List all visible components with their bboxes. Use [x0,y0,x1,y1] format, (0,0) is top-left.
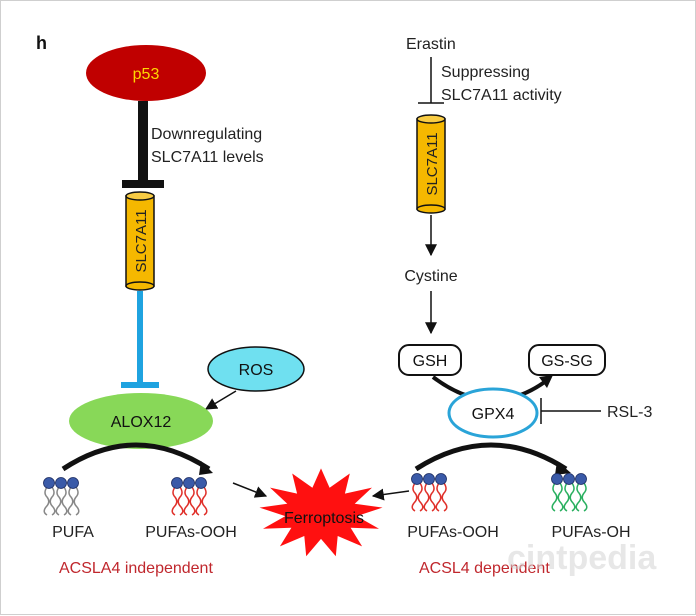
pufas-oh-label: PUFAs-OH [551,524,630,541]
gssg-node: GS-SG [528,344,606,376]
lipid-head [183,477,195,489]
lipid-tail [171,486,178,516]
gsh-label: GSH [413,353,448,370]
lipid-tail [575,482,582,512]
right-reaction-arrowhead [555,461,571,475]
lipid-tail [569,482,576,512]
lipid-tail [61,486,68,516]
left-reaction-arrowhead [199,461,213,475]
lipid-tail [441,482,448,512]
slc7a11-alox12-inhibition [121,291,159,388]
lipid-head [575,473,587,485]
lipid-head [67,477,79,489]
rsl3-inhibition-connector [540,398,601,424]
lipid-head [411,473,423,485]
lipid-tail [73,486,80,516]
lipid-head [423,473,435,485]
right-dependency-label: ACSL4 dependent [419,560,550,577]
erastin-label: Erastin [406,36,456,53]
watermark: cintpedia [507,539,657,577]
rsl3-label: RSL-3 [607,404,652,421]
erastin-note-line2: SLC7A11 activity [441,87,562,104]
ferroptosis-label: Ferroptosis [284,510,364,527]
gpx4-node: GPX4 [447,387,539,439]
left-pufas-ooh-label: PUFAs-OOH [145,524,237,541]
lipid-tail [417,482,424,512]
ferroptosis-burst: Ferroptosis [259,468,383,557]
erastin-note-line1: Suppressing [441,64,530,81]
right-slc7a11-cylinder: SLC7A11 [416,114,446,214]
right-slc7a11-label: SLC7A11 [424,132,441,195]
right-reaction-arc [414,442,568,472]
lipid-tail [49,486,56,516]
lipid-tail [435,482,442,512]
cystine-label: Cystine [404,268,457,285]
alox12-node: ALOX12 [69,393,213,449]
pufas-oh-lipid-icon [551,473,588,512]
lipid-head [43,477,55,489]
lipid-tail [557,482,564,512]
lipid-tail [423,482,430,512]
left-to-ferroptosis-arrow [232,482,268,498]
lipid-tail [429,482,436,512]
lipid-tail [195,486,202,516]
lipid-tail [551,482,558,512]
lipid-head [563,473,575,485]
gsh-node: GSH [398,344,462,376]
panel-label: h [36,33,47,53]
alox12-label: ALOX12 [111,414,172,431]
glutathione-arrowhead [539,375,553,388]
ros-node: ROS [207,346,305,392]
lipid-tail [411,482,418,512]
left-reaction-arc [61,442,211,472]
lipid-tail [201,486,208,516]
lipid-tail [55,486,62,516]
p53-node: p53 [86,45,206,101]
p53-note-line1: Downregulating [151,126,262,143]
pufa-lipid-icon [43,477,80,516]
lipid-tail [43,486,50,516]
p53-note-line2: SLC7A11 levels [151,149,264,166]
lipid-tail [581,482,588,512]
ros-label: ROS [239,362,274,379]
erastin-inhibition-connector [418,57,444,104]
p53-inhibition-connector [122,101,164,188]
gpx4-label: GPX4 [472,406,515,423]
right-pufas-ooh-label: PUFAs-OOH [407,524,499,541]
left-pufas-ooh-lipid-icon [171,477,208,516]
lipid-head [55,477,67,489]
p53-label: p53 [133,66,160,83]
lipid-tail [177,486,184,516]
right-to-ferroptosis-arrow [371,488,410,501]
lipid-tail [183,486,190,516]
lipid-tail [189,486,196,516]
lipid-head [195,477,207,489]
pufa-label: PUFA [52,524,94,541]
left-slc7a11-cylinder: SLC7A11 [125,191,155,291]
lipid-tail [563,482,570,512]
gssg-label: GS-SG [541,353,593,370]
ros-arrow [204,390,237,410]
right-pufas-ooh-lipid-icon [411,473,448,512]
lipid-head [435,473,447,485]
left-slc7a11-label: SLC7A11 [133,209,150,272]
left-dependency-label: ACSLA4 independent [59,560,213,577]
lipid-head [551,473,563,485]
lipid-tail [67,486,74,516]
lipid-head [171,477,183,489]
